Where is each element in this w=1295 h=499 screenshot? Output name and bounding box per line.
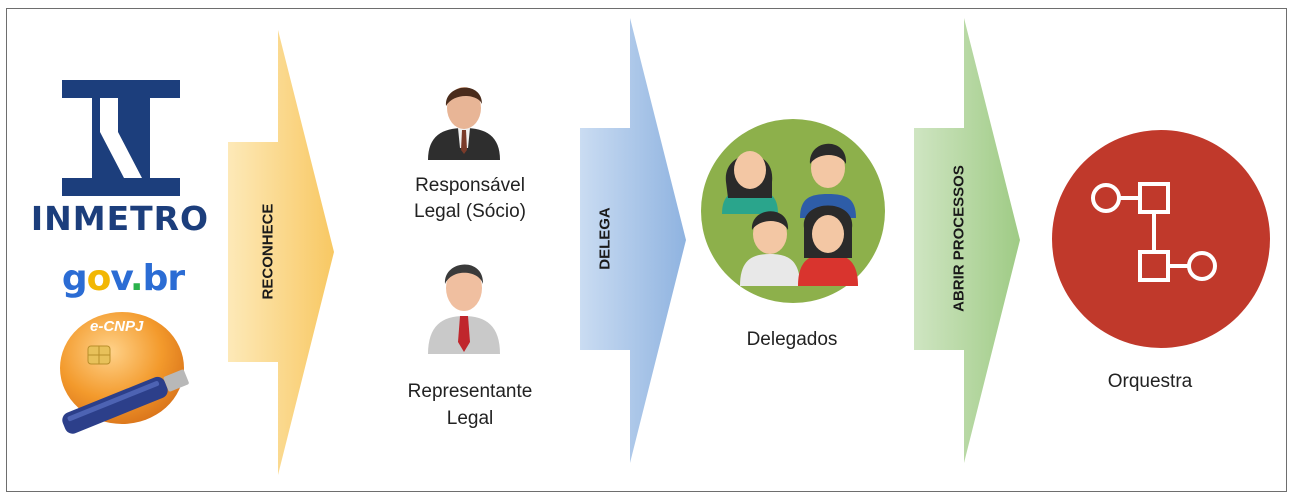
businessman-icon xyxy=(428,87,500,160)
delegados-group-icon xyxy=(701,119,885,303)
orquestra-workflow-icon xyxy=(1052,130,1270,348)
abrir-processos-label: ABRIR PROCESSOS xyxy=(950,165,968,312)
orquestra-label: Orquestra xyxy=(1107,371,1193,392)
reconhece-arrow xyxy=(228,30,334,475)
delegados-label: Delegados xyxy=(746,329,838,350)
responsavel-label-line2: Legal (Sócio) xyxy=(414,201,526,222)
responsavel-label-line1: Responsável xyxy=(415,175,525,196)
reconhece-label: RECONHECE xyxy=(259,203,277,300)
ecnpj-token-icon xyxy=(60,312,189,434)
ecnpj-label: e-CNPJ xyxy=(90,318,144,335)
abrir-processos-arrow xyxy=(914,18,1020,463)
govbr-logo: gov.br xyxy=(61,258,185,299)
representative-icon xyxy=(428,264,500,354)
inmetro-logo-text: INMETRO xyxy=(30,199,210,238)
representante-label-line2: Legal xyxy=(446,408,494,429)
delega-arrow xyxy=(580,18,686,463)
inmetro-logo-icon xyxy=(62,80,180,196)
delega-label: DELEGA xyxy=(596,207,614,270)
representante-label-line1: Representante xyxy=(407,381,533,402)
